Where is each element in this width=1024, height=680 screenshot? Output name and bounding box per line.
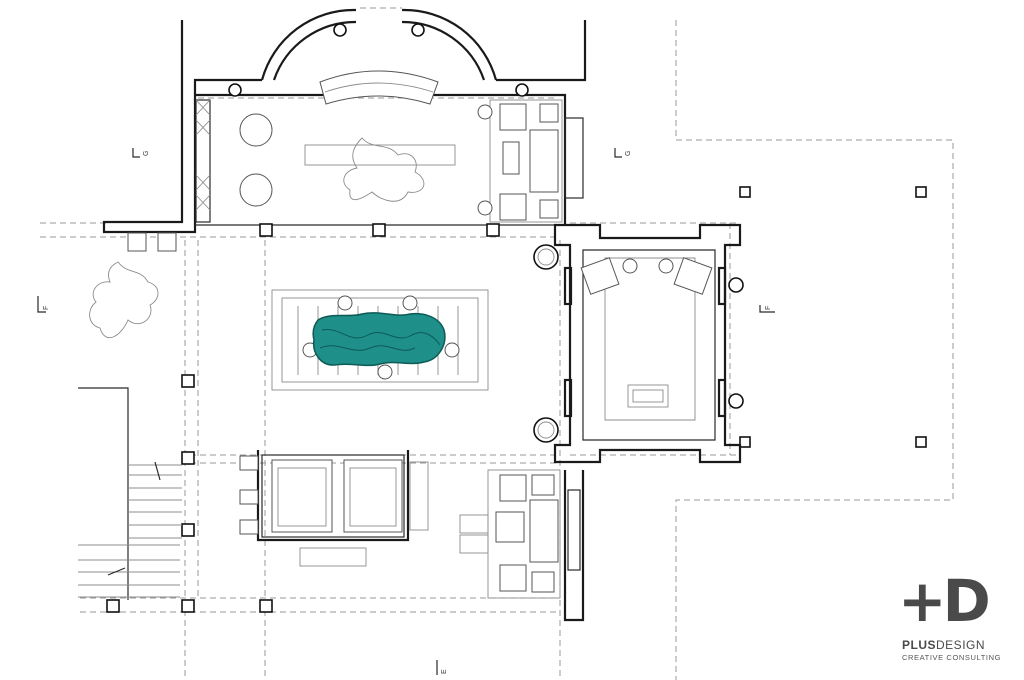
logo-name-rest: DESIGN — [936, 638, 986, 652]
central-hall — [271, 289, 489, 391]
logo-tagline: CREATIVE CONSULTING — [902, 653, 1002, 662]
right-pavilion — [533, 223, 744, 464]
logo-mark: +D — [898, 567, 991, 635]
section-marker-e-bottom: E — [441, 669, 448, 674]
section-marker-g-right: G — [625, 151, 632, 156]
section-markers: G G F F E — [37, 148, 775, 675]
lower-right-seating — [459, 469, 585, 622]
logo-name: PLUSDESIGN — [902, 638, 985, 652]
section-marker-f-left: F — [43, 306, 50, 310]
teal-sculpture — [312, 312, 446, 367]
section-marker-g-left: G — [143, 151, 150, 156]
plus-design-logo: +D PLUSDESIGN CREATIVE CONSULTING — [892, 572, 1012, 672]
structural-columns — [106, 186, 927, 613]
lower-lounge — [239, 450, 429, 567]
left-stair — [78, 261, 182, 600]
section-marker-f-right: F — [765, 306, 772, 310]
upper-salon — [102, 8, 587, 234]
dashed-grid — [40, 7, 954, 680]
logo-name-bold: PLUS — [902, 638, 937, 652]
